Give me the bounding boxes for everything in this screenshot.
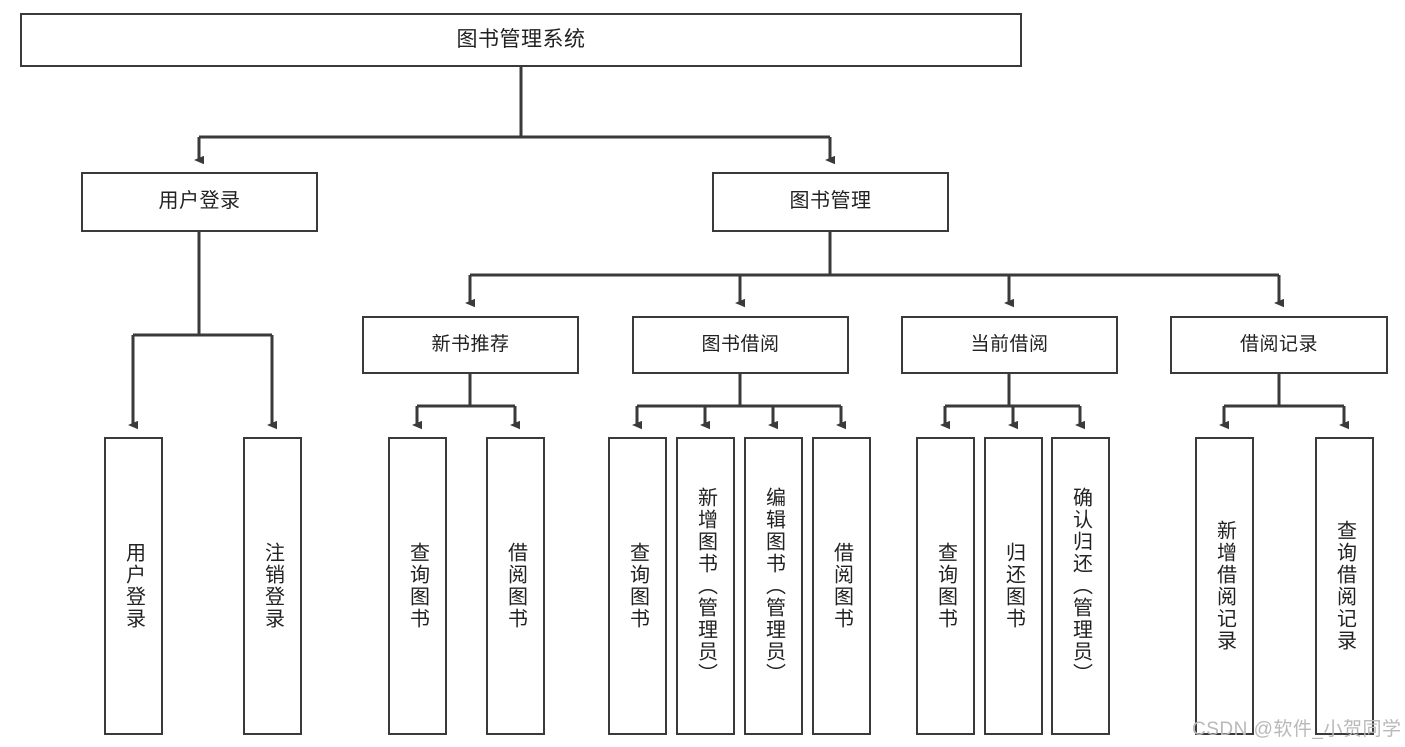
node-leaf-user-login[interactable]: 用户登录 — [104, 437, 163, 735]
node-leaf-add-record[interactable]: 新增借阅记录 — [1195, 437, 1254, 735]
node-leaf-user-login-label: 用户登录 — [122, 542, 145, 630]
node-leaf-add-book-label: 新增图书（管理员） — [694, 487, 717, 685]
node-leaf-query-book-3-label: 查询图书 — [934, 542, 957, 630]
node-book-management-label: 图书管理 — [789, 190, 872, 213]
node-leaf-user-logout-label: 注销登录 — [261, 542, 284, 630]
node-leaf-confirm-return[interactable]: 确认归还（管理员） — [1051, 437, 1110, 735]
node-leaf-borrow-book-2-label: 借阅图书 — [830, 542, 853, 630]
node-leaf-query-book-1-label: 查询图书 — [406, 542, 429, 630]
node-leaf-borrow-book-2[interactable]: 借阅图书 — [812, 437, 871, 735]
node-leaf-edit-book-label: 编辑图书（管理员） — [762, 487, 785, 685]
node-leaf-query-book-2[interactable]: 查询图书 — [608, 437, 667, 735]
node-user-login-label: 用户登录 — [158, 190, 241, 213]
node-leaf-add-record-label: 新增借阅记录 — [1213, 520, 1236, 652]
node-book-borrow[interactable]: 图书借阅 — [632, 316, 849, 374]
node-leaf-query-record-label: 查询借阅记录 — [1333, 520, 1356, 652]
node-leaf-edit-book[interactable]: 编辑图书（管理员） — [744, 437, 803, 735]
node-current-borrow[interactable]: 当前借阅 — [901, 316, 1118, 374]
node-leaf-query-book-2-label: 查询图书 — [626, 542, 649, 630]
node-book-management[interactable]: 图书管理 — [712, 172, 949, 232]
node-root-label: 图书管理系统 — [456, 27, 586, 51]
node-leaf-return-book-label: 归还图书 — [1002, 542, 1025, 630]
node-leaf-query-record[interactable]: 查询借阅记录 — [1315, 437, 1374, 735]
node-borrow-record-label: 借阅记录 — [1239, 333, 1318, 355]
node-leaf-confirm-return-label: 确认归还（管理员） — [1069, 487, 1092, 685]
node-leaf-query-book-3[interactable]: 查询图书 — [916, 437, 975, 735]
node-current-borrow-label: 当前借阅 — [970, 333, 1049, 355]
node-new-book-recommend-label: 新书推荐 — [431, 333, 510, 355]
node-book-borrow-label: 图书借阅 — [701, 333, 780, 355]
node-leaf-borrow-book-1[interactable]: 借阅图书 — [486, 437, 545, 735]
node-user-login[interactable]: 用户登录 — [81, 172, 318, 232]
node-leaf-borrow-book-1-label: 借阅图书 — [504, 542, 527, 630]
csdn-watermark: CSDN @软件_小贺同学 — [1192, 719, 1402, 740]
node-leaf-return-book[interactable]: 归还图书 — [984, 437, 1043, 735]
node-leaf-user-logout[interactable]: 注销登录 — [243, 437, 302, 735]
node-root[interactable]: 图书管理系统 — [20, 13, 1022, 67]
node-borrow-record[interactable]: 借阅记录 — [1170, 316, 1388, 374]
node-leaf-query-book-1[interactable]: 查询图书 — [388, 437, 447, 735]
node-leaf-add-book[interactable]: 新增图书（管理员） — [676, 437, 735, 735]
node-new-book-recommend[interactable]: 新书推荐 — [362, 316, 579, 374]
